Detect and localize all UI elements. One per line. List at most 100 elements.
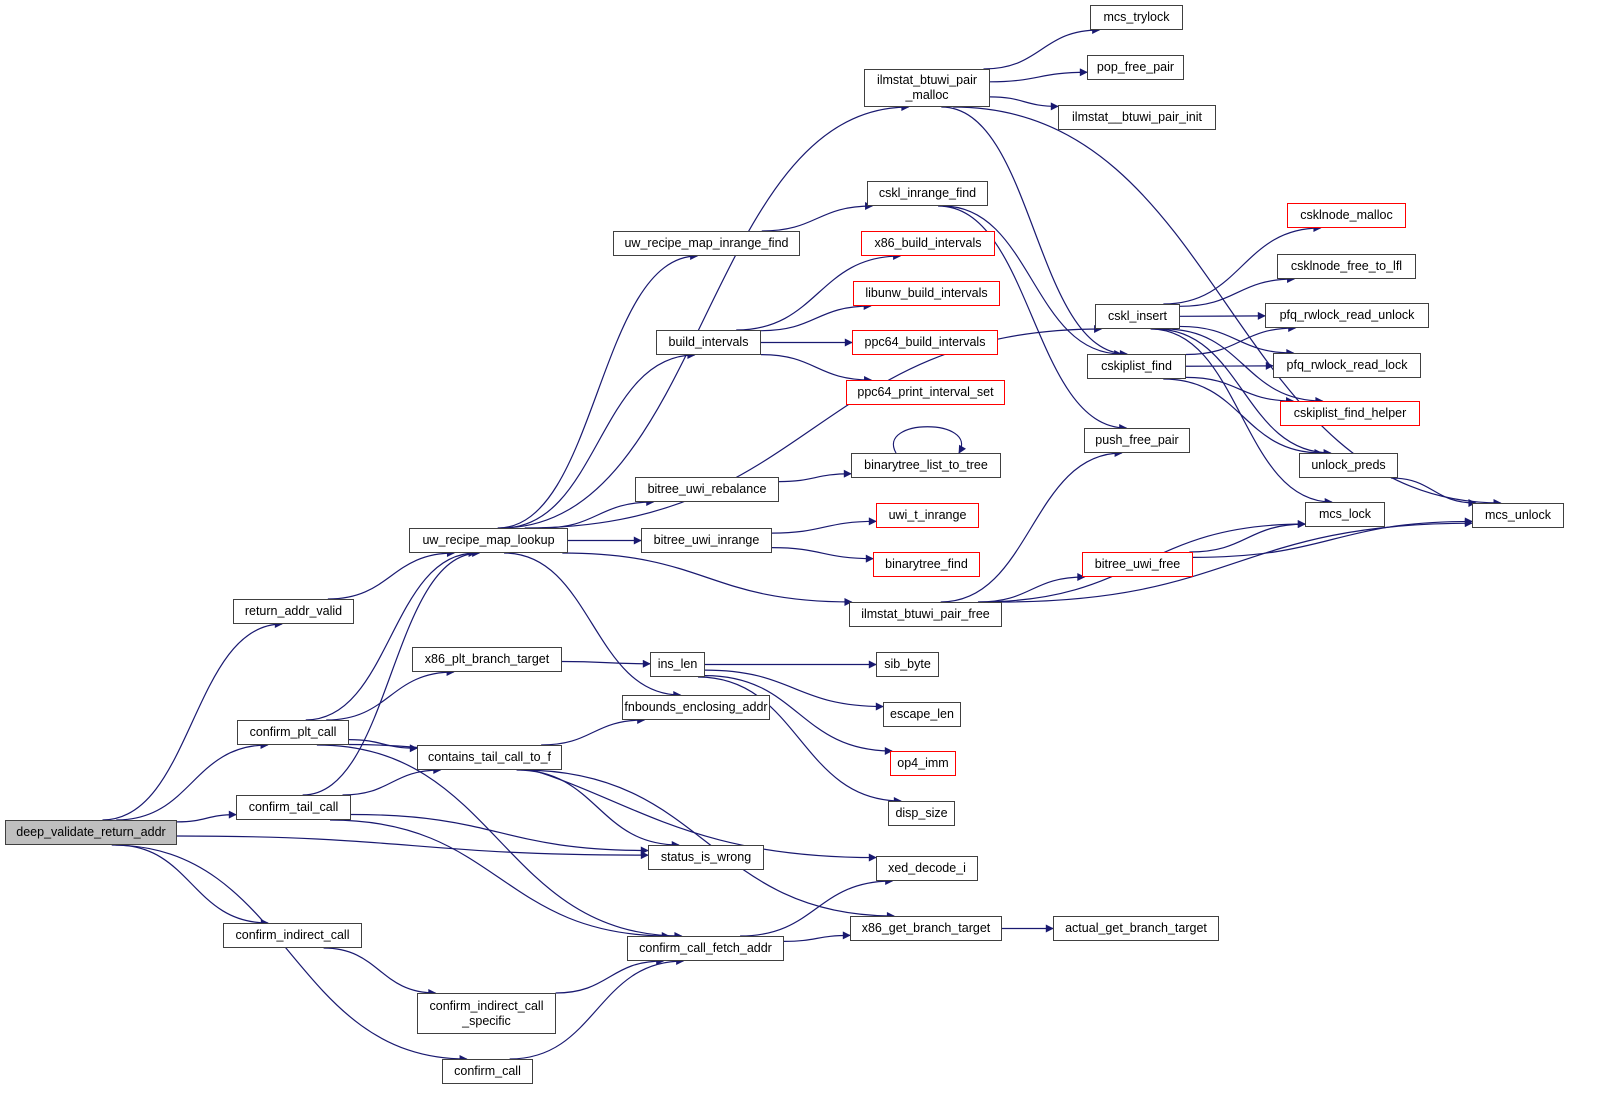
node-confirm-indirect-call[interactable]: confirm_indirect_call (223, 923, 362, 948)
node-op4-imm[interactable]: op4_imm (890, 751, 956, 776)
node-uwi-t-inrange[interactable]: uwi_t_inrange (876, 503, 979, 528)
node-cskl-insert[interactable]: cskl_insert (1095, 304, 1180, 329)
node-libunw-build-intervals[interactable]: libunw_build_intervals (853, 281, 1000, 306)
edge-uw-recipe-map-lookup-to-cskl-insert (524, 325, 1103, 529)
edge-cskl-inrange-find-to-push-free-pair (938, 205, 1128, 432)
edge-ilmstat-btuwi-pair-malloc-to-pop-free-pair (989, 68, 1088, 83)
edge-deep-validate-return-addr-to-confirm-call (111, 844, 468, 1063)
edge-confirm-call-fetch-addr-to-xed-decode-i (740, 877, 894, 937)
edge-cskiplist-find-to-unlock-preds (1163, 378, 1323, 457)
node-x86-build-intervals[interactable]: x86_build_intervals (861, 231, 995, 256)
edge-confirm-plt-call-to-contains-tail-call-to-f (348, 739, 418, 753)
node-binarytree-list-to-tree[interactable]: binarytree_list_to_tree (851, 453, 1001, 478)
node-ilmstat-btuwi-pair-free[interactable]: ilmstat_btuwi_pair_free (849, 602, 1002, 627)
edge-uw-recipe-map-inrange-find-to-cskl-inrange-find (761, 202, 874, 232)
edge-return-addr-valid-to-uw-recipe-map-lookup (327, 549, 455, 600)
edge-confirm-tail-call-to-uw-recipe-map-lookup (302, 549, 481, 796)
node-uw-recipe-map-lookup[interactable]: uw_recipe_map_lookup (409, 528, 568, 553)
edge-confirm-tail-call-to-contains-tail-call-to-f (342, 766, 442, 796)
node-cskl-inrange-find[interactable]: cskl_inrange_find (867, 181, 988, 206)
node-ilmstat--btuwi-pair-init[interactable]: ilmstat__btuwi_pair_init (1058, 105, 1216, 130)
edge-deep-validate-return-addr-to-status-is-wrong (176, 835, 649, 860)
node-pfq-rwlock-read-unlock[interactable]: pfq_rwlock_read_unlock (1265, 303, 1429, 328)
node-ins-len[interactable]: ins_len (650, 652, 705, 677)
edge-bitree-uwi-rebalance-to-binarytree-list-to-tree (778, 469, 852, 483)
node-build-intervals[interactable]: build_intervals (656, 330, 761, 355)
node-csklnode-malloc[interactable]: csklnode_malloc (1287, 203, 1406, 228)
edge-cskl-insert-to-csklnode-free-to-lfl (1179, 275, 1296, 307)
node-pfq-rwlock-read-lock[interactable]: pfq_rwlock_read_lock (1273, 353, 1421, 378)
edge-confirm-indirect-call-to-confirm-indirect-call-specific (323, 947, 437, 997)
node-pop-free-pair[interactable]: pop_free_pair (1087, 55, 1184, 80)
edge-ilmstat-btuwi-pair-malloc-to-mcs-trylock (983, 26, 1101, 70)
edge-cskiplist-find-to-cskiplist-find-helper (1185, 376, 1295, 405)
edge-ilmstat-btuwi-pair-free-to-mcs-unlock (1000, 519, 1473, 603)
node-disp-size[interactable]: disp_size (888, 801, 955, 826)
edge-contains-tail-call-to-f-to-fnbounds-enclosing-addr (541, 716, 646, 746)
node-csklnode-free-to-lfl[interactable]: csklnode_free_to_lfl (1277, 254, 1416, 279)
node-cskiplist-find[interactable]: cskiplist_find (1087, 354, 1186, 379)
edge-ins-len-to-disp-size (697, 676, 902, 805)
edge-deep-validate-return-addr-to-confirm-tail-call (176, 810, 237, 823)
node-uw-recipe-map-inrange-find[interactable]: uw_recipe_map_inrange_find (613, 231, 800, 256)
node-confirm-call[interactable]: confirm_call (442, 1059, 533, 1084)
edge-unlock-preds-to-mcs-unlock (1390, 477, 1477, 507)
edge-confirm-plt-call-to-uw-recipe-map-lookup (305, 549, 477, 721)
edge-ins-len-to-escape-len (704, 669, 884, 711)
edge-deep-validate-return-addr-to-confirm-indirect-call (115, 844, 269, 927)
node-mcs-lock[interactable]: mcs_lock (1305, 502, 1385, 527)
edge-uw-recipe-map-lookup-to-uw-recipe-map-inrange-find (497, 252, 699, 529)
edge-contains-tail-call-to-f-to-x86-get-branch-target (521, 769, 895, 920)
edge-cskl-insert-to-cskiplist-find-helper (1164, 328, 1324, 405)
node-fnbounds-enclosing-addr[interactable]: fnbounds_enclosing_addr (622, 695, 770, 720)
node-bitree-uwi-free[interactable]: bitree_uwi_free (1082, 552, 1193, 577)
edge-deep-validate-return-addr-to-return-addr-valid (102, 620, 283, 821)
node-xed-decode-i[interactable]: xed_decode_i (876, 856, 978, 881)
node-confirm-tail-call[interactable]: confirm_tail_call (236, 795, 351, 820)
node-escape-len[interactable]: escape_len (883, 702, 961, 727)
edge-binarytree-list-to-tree-to-binarytree-list-to-tree (892, 426, 967, 454)
edge-confirm-plt-call-to-confirm-call-fetch-addr (316, 744, 683, 940)
edge-ilmstat-btuwi-pair-malloc-to-cskiplist-find (941, 106, 1128, 358)
node-x86-plt-branch-target[interactable]: x86_plt_branch_target (412, 647, 562, 672)
node-push-free-pair[interactable]: push_free_pair (1084, 428, 1190, 453)
node-actual-get-branch-target[interactable]: actual_get_branch_target (1053, 916, 1219, 941)
node-x86-get-branch-target[interactable]: x86_get_branch_target (850, 916, 1002, 941)
edge-ins-len-to-op4-imm (704, 674, 893, 755)
node-confirm-plt-call[interactable]: confirm_plt_call (237, 720, 349, 745)
edge-cskl-insert-to-pfq-rwlock-read-lock (1179, 325, 1295, 357)
node-binarytree-find[interactable]: binarytree_find (873, 552, 980, 577)
node-status-is-wrong[interactable]: status_is_wrong (648, 845, 764, 870)
edge-confirm-tail-call-to-confirm-call-fetch-addr (330, 819, 670, 940)
edge-uw-recipe-map-lookup-to-fnbounds-enclosing-addr (504, 552, 682, 699)
node-contains-tail-call-to-f[interactable]: contains_tail_call_to_f (417, 745, 562, 770)
node-confirm-indirect-call-specific[interactable]: confirm_indirect_call _specific (417, 993, 556, 1034)
edge-build-intervals-to-ppc64-print-interval-set (760, 353, 873, 384)
node-deep-validate-return-addr[interactable]: deep_validate_return_addr (5, 820, 177, 845)
node-cskiplist-find-helper[interactable]: cskiplist_find_helper (1280, 401, 1420, 426)
edge-build-intervals-to-libunw-build-intervals (760, 302, 872, 332)
node-ilmstat-btuwi-pair-malloc[interactable]: ilmstat_btuwi_pair _malloc (864, 69, 990, 107)
node-mcs-trylock[interactable]: mcs_trylock (1090, 5, 1183, 30)
node-ppc64-print-interval-set[interactable]: ppc64_print_interval_set (846, 380, 1005, 405)
edge-uw-recipe-map-lookup-to-ilmstat-btuwi-pair-malloc (500, 103, 910, 529)
node-mcs-unlock[interactable]: mcs_unlock (1472, 503, 1564, 528)
edge-confirm-indirect-call-specific-to-confirm-call-fetch-addr (555, 957, 665, 994)
edge-uw-recipe-map-lookup-to-build-intervals (502, 351, 696, 529)
node-ppc64-build-intervals[interactable]: ppc64_build_intervals (852, 330, 998, 355)
edge-confirm-plt-call-to-x86-plt-branch-target (326, 668, 455, 721)
edge-uw-recipe-map-lookup-to-ilmstat-btuwi-pair-free (562, 552, 853, 606)
node-bitree-uwi-inrange[interactable]: bitree_uwi_inrange (641, 528, 772, 553)
node-sib-byte[interactable]: sib_byte (876, 652, 939, 677)
edge-ilmstat-btuwi-pair-malloc-to-mcs-unlock (953, 106, 1502, 507)
edge-ilmstat-btuwi-pair-malloc-to-ilmstat--btuwi-pair-init (989, 96, 1059, 111)
edge-cskiplist-find-to-pfq-rwlock-read-unlock (1185, 324, 1297, 356)
edge-bitree-uwi-inrange-to-binarytree-find (771, 547, 874, 563)
node-return-addr-valid[interactable]: return_addr_valid (233, 599, 354, 624)
edge-cskl-insert-to-csklnode-malloc (1163, 224, 1322, 305)
node-confirm-call-fetch-addr[interactable]: confirm_call_fetch_addr (627, 936, 784, 961)
node-bitree-uwi-rebalance[interactable]: bitree_uwi_rebalance (635, 477, 779, 502)
node-unlock-preds[interactable]: unlock_preds (1299, 453, 1398, 478)
edge-contains-tail-call-to-f-to-status-is-wrong (516, 769, 680, 849)
